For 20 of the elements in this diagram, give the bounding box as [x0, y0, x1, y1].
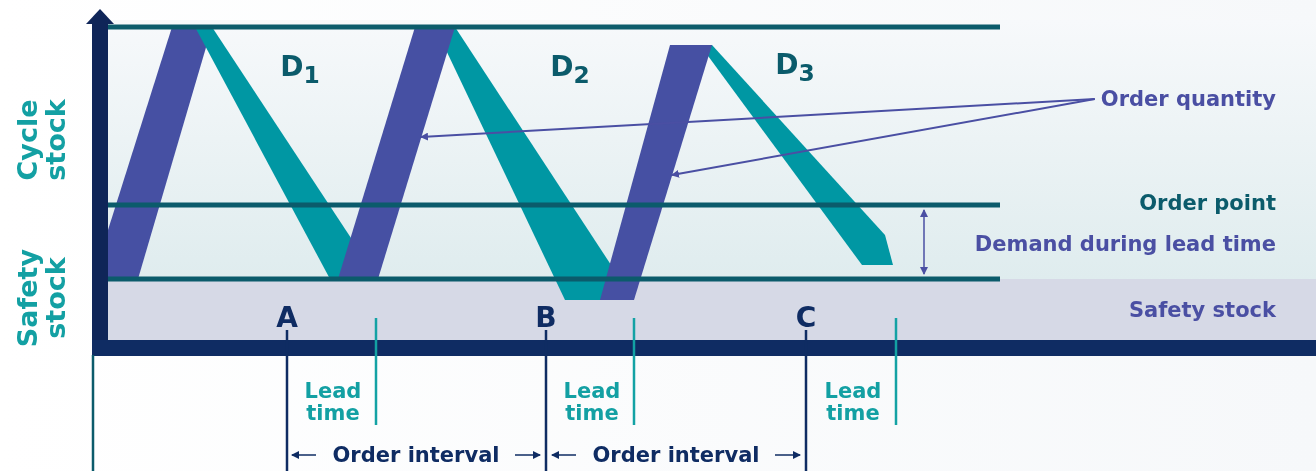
dimension-label: Lead time — [823, 379, 883, 425]
dimension-label: Lead time — [562, 379, 622, 425]
leader-line — [671, 98, 1096, 178]
demand-label: D$_{3}$ — [775, 50, 815, 86]
band-label: Safety stock — [1128, 299, 1276, 321]
callout-label: Order quantity — [1100, 88, 1276, 110]
demand-label: D$_{2}$ — [550, 52, 590, 88]
stock-bar — [338, 27, 455, 279]
point-label: B — [535, 303, 557, 333]
demand-label: D$_{1}$ — [280, 52, 320, 88]
dimension-label: Order interval — [592, 444, 760, 466]
dimension-label: Lead time — [303, 379, 363, 425]
point-label: A — [276, 303, 298, 333]
axis-label: Cycle stock — [13, 98, 71, 183]
point-label: C — [795, 303, 817, 333]
axis-label: Safety stock — [13, 247, 71, 350]
level-label: Order point — [1139, 192, 1276, 214]
dimension-label: Demand during lead time — [974, 233, 1276, 255]
dimension-label: Order interval — [332, 444, 500, 466]
stock-bar — [600, 45, 712, 300]
